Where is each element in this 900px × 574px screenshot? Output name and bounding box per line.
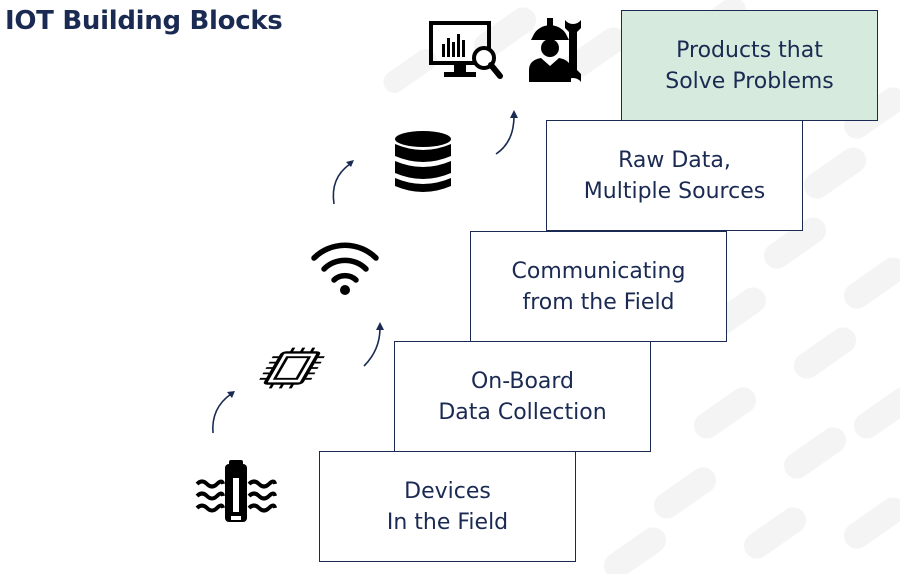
step-devices-in-the-field: Devices In the Field (319, 451, 576, 562)
step-raw-data-multiple-sources: Raw Data, Multiple Sources (546, 120, 803, 231)
arrow-to-communicating (363, 322, 384, 367)
database-icon (395, 131, 451, 192)
arrow-to-raw-data (332, 160, 354, 205)
step-label-line2: In the Field (386, 509, 509, 535)
step-label-line1: Products that (676, 37, 823, 63)
arrow-to-products (495, 110, 518, 155)
step-on-board-data-collection: On-Board Data Collection (394, 341, 651, 452)
analytics-monitor-icon (429, 21, 503, 79)
technician-icon (529, 18, 581, 82)
step-communicating-from-the-field: Communicating from the Field (470, 231, 727, 342)
step-label-line2: from the Field (522, 289, 675, 315)
sensor-device-icon (195, 460, 277, 522)
page-title: IOT Building Blocks (5, 6, 283, 36)
step-label-line1: Communicating (511, 258, 686, 284)
step-label-line1: Raw Data, (618, 147, 731, 173)
step-label-line2: Data Collection (438, 399, 607, 425)
step-label-line1: On-Board (470, 368, 575, 394)
step-products-that-solve-problems: Products that Solve Problems (621, 10, 878, 121)
step-label-line2: Multiple Sources (583, 178, 766, 204)
microchip-icon (259, 347, 325, 389)
step-label-line2: Solve Problems (665, 68, 834, 94)
wifi-icon (311, 242, 379, 295)
arrow-to-on-board (212, 391, 235, 434)
step-label-line1: Devices (404, 478, 491, 504)
